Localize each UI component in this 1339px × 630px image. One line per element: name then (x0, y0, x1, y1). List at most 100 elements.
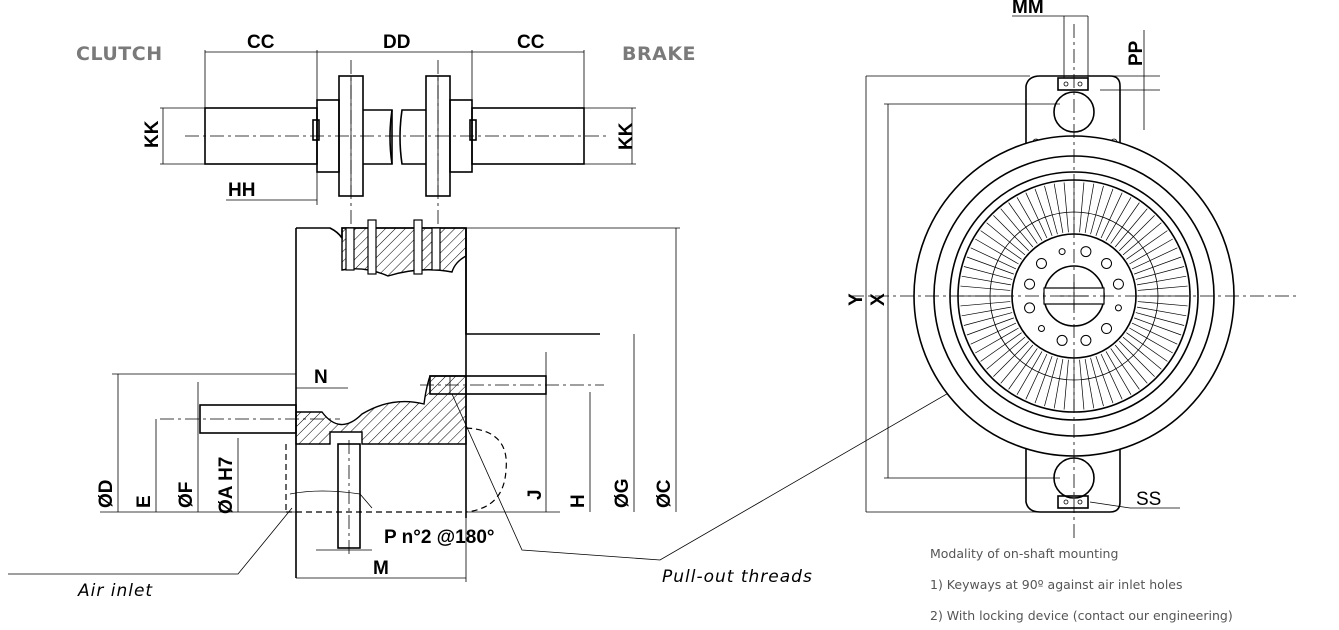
bolt-hole (1101, 323, 1113, 335)
notes-item-1: 1) Keyways at 90º against air inlet hole… (930, 577, 1183, 592)
friction-spoke (1079, 182, 1085, 233)
friction-spoke (1100, 353, 1123, 400)
friction-spoke (1100, 192, 1123, 239)
dim-y: Y (846, 293, 867, 306)
section-body (160, 219, 604, 578)
friction-spoke (960, 285, 1011, 291)
bolt-hole (1037, 325, 1045, 333)
friction-spoke (1063, 359, 1069, 410)
mounting-notes: Modality of on-shaft mounting 1) Keyways… (930, 546, 1233, 623)
friction-spoke (1000, 344, 1034, 384)
dim-g: ØG (612, 478, 633, 508)
friction-spoke (1084, 358, 1095, 409)
dim-f: ØF (176, 482, 197, 508)
friction-spoke (1137, 301, 1188, 307)
friction-spoke (1114, 208, 1148, 248)
friction-spoke (1119, 341, 1155, 377)
friction-spoke (1135, 266, 1185, 280)
friction-spoke (993, 215, 1029, 251)
dim-d: ØD (96, 480, 117, 509)
friction-spoke (1137, 285, 1188, 291)
friction-spoke (1063, 182, 1069, 233)
friction-spoke (961, 306, 1012, 317)
bolt-hole (1101, 257, 1113, 269)
friction-spoke (986, 222, 1026, 256)
friction-spoke (1126, 332, 1168, 362)
dim-cc-left: CC (247, 32, 275, 53)
friction-spoke (970, 322, 1017, 345)
friction-spoke (1131, 322, 1178, 345)
dim-e: E (134, 495, 155, 508)
bolt-hole (1035, 257, 1047, 269)
dim-hh: HH (228, 180, 255, 201)
dim-n: N (314, 367, 328, 388)
friction-spoke (1110, 202, 1140, 244)
friction-spoke (1053, 358, 1064, 409)
dim-kk-right: KK (616, 122, 637, 150)
dim-ss: SS (1136, 489, 1161, 510)
callout-lines (8, 339, 1041, 575)
friction-spoke (975, 327, 1019, 354)
dim-kk-left: KK (142, 120, 163, 148)
friction-spoke (1016, 351, 1043, 395)
front-view-dimensions: Y X MM PP SS (846, 0, 1180, 513)
dim-mm: MM (1012, 0, 1044, 18)
friction-spoke (1053, 183, 1064, 234)
friction-spoke (966, 317, 1014, 336)
friction-spoke (1008, 348, 1038, 390)
friction-spoke (960, 301, 1011, 307)
friction-spoke (1122, 222, 1162, 256)
friction-spoke (1122, 336, 1162, 370)
friction-spoke (1129, 327, 1173, 354)
friction-spoke (1114, 344, 1148, 384)
clutch-label: CLUTCH (76, 43, 163, 65)
bolt-hole (1056, 334, 1068, 346)
friction-spoke (1090, 357, 1104, 407)
friction-spoke (1105, 197, 1132, 241)
top-shaft-assembly (185, 60, 610, 230)
callout-pull-out-threads: Pull-out threads (662, 567, 813, 587)
dim-p: P n°2 @180° (384, 527, 494, 548)
dim-dd: DD (383, 32, 410, 53)
friction-spoke (1095, 188, 1114, 236)
friction-spoke (1016, 197, 1043, 241)
friction-spoke (980, 332, 1022, 362)
callout-air-inlet: Air inlet (77, 581, 153, 601)
friction-spoke (1134, 317, 1182, 336)
dim-cc-right: CC (517, 32, 545, 53)
friction-spoke (1129, 238, 1173, 265)
friction-spoke (1034, 356, 1053, 404)
friction-spoke (1084, 183, 1095, 234)
friction-spoke (1025, 192, 1048, 239)
bolt-hole (1080, 334, 1092, 346)
friction-spoke (1008, 202, 1038, 244)
top-dimension-lines: CC DD CC KK KK HH (142, 32, 637, 205)
bolt-hole (1112, 278, 1124, 290)
bolt-hole (1058, 248, 1066, 256)
friction-spoke (1079, 359, 1085, 410)
friction-spoke (1025, 353, 1048, 400)
friction-spoke (1131, 247, 1178, 270)
friction-spoke (963, 266, 1013, 280)
friction-spoke (980, 230, 1022, 260)
friction-spoke (1136, 306, 1187, 317)
friction-spoke (1095, 356, 1114, 404)
dim-m: M (373, 558, 389, 579)
friction-spoke (1110, 348, 1140, 390)
friction-spoke (961, 275, 1012, 286)
bolt-hole (1080, 246, 1092, 258)
friction-spoke (975, 238, 1019, 265)
friction-spoke (1105, 351, 1132, 395)
lower-right-dimensions: J H ØG ØC (466, 227, 680, 513)
dim-c: ØC (654, 479, 675, 508)
friction-spoke (986, 336, 1026, 370)
friction-spoke (963, 312, 1013, 326)
friction-spoke (993, 341, 1029, 377)
notes-title: Modality of on-shaft mounting (930, 546, 1118, 561)
dim-j: J (525, 489, 546, 500)
friction-spoke (1000, 208, 1034, 248)
front-view (850, 24, 1300, 540)
dim-h: H (568, 494, 589, 508)
friction-spoke (970, 247, 1017, 270)
